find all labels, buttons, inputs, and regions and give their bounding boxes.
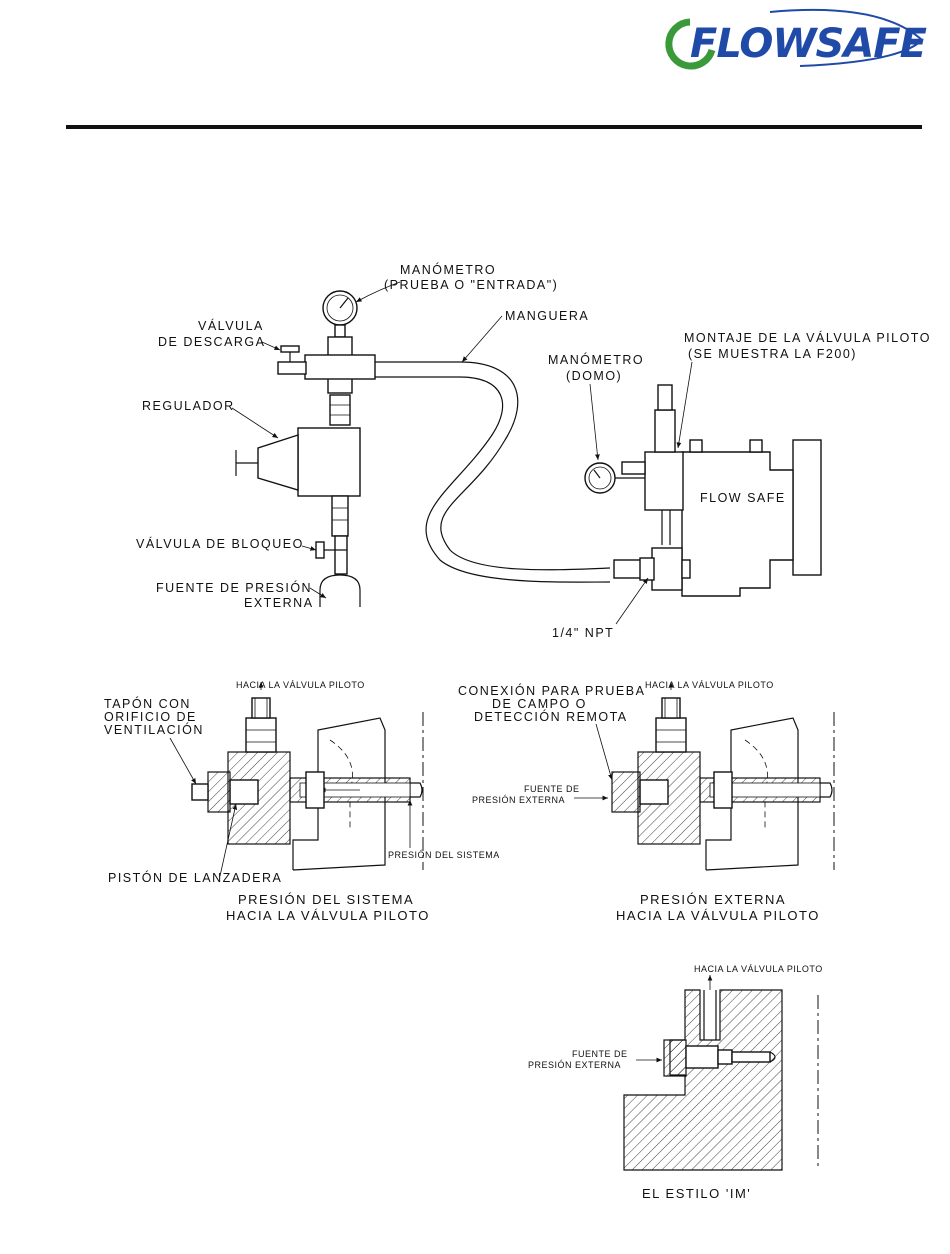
inlet-gauge-label: MANÓMETRO bbox=[400, 262, 496, 277]
valve-body-text: FLOW SAFE bbox=[700, 491, 786, 505]
shuttle-piston-label: PISTÓN DE LANZADERA bbox=[108, 870, 282, 885]
regulator-body bbox=[297, 427, 361, 497]
external-source-label-bottom-2: PRESIÓN EXTERNA bbox=[528, 1060, 621, 1070]
hose-line bbox=[375, 361, 611, 571]
dome-gauge-label: MANÓMETRO bbox=[548, 352, 644, 367]
caption-right-1: PRESIÓN EXTERNA bbox=[640, 892, 786, 907]
caption-left-1: PRESIÓN DEL SISTEMA bbox=[238, 892, 414, 907]
im-style-caption: EL ESTILO 'IM' bbox=[642, 1186, 751, 1201]
system-pressure-section-diagram: HACIA LA VÁLVULA PILOTO TAPÓN CON ORIFIC… bbox=[104, 680, 500, 923]
main-valve-body bbox=[681, 451, 794, 597]
system-pressure-label: PRESIÓN DEL SISTEMA bbox=[388, 850, 500, 860]
npt-label: 1/4" NPT bbox=[552, 626, 614, 640]
regulator-label: REGULADOR bbox=[142, 399, 235, 413]
relief-valve-label: VÁLVULA bbox=[198, 318, 264, 333]
connection-label-2: DE CAMPO O bbox=[492, 697, 587, 711]
main-valve-flange bbox=[792, 439, 822, 576]
im-style-section-diagram: HACIA LA VÁLVULA PILOTO FUENTE DE PRESIÓ… bbox=[528, 964, 823, 1201]
caption-right-2: HACIA LA VÁLVULA PILOTO bbox=[616, 908, 820, 923]
inlet-gauge-sublabel: (PRUEBA O "ENTRADA") bbox=[384, 278, 558, 292]
logo-swoosh-icon bbox=[769, 8, 924, 67]
caption-left-2: HACIA LA VÁLVULA PILOTO bbox=[226, 908, 430, 923]
relief-valve-sublabel: DE DESCARGA bbox=[158, 335, 266, 349]
pilot-mount-label: MONTAJE DE LA VÁLVULA PILOTO bbox=[684, 330, 931, 345]
external-source-label-mid-2: PRESIÓN EXTERNA bbox=[472, 795, 565, 805]
vent-plug-label-1: TAPÓN CON bbox=[104, 696, 191, 711]
connection-label-1: CONEXIÓN PARA PRUEBA bbox=[458, 683, 645, 698]
im-body-section bbox=[623, 989, 783, 1171]
to-pilot-label-left: HACIA LA VÁLVULA PILOTO bbox=[236, 680, 365, 690]
shuttle-piston bbox=[229, 779, 259, 805]
logo-ring-icon bbox=[665, 18, 716, 70]
external-pressure-section-diagram: HACIA LA VÁLVULA PILOTO CONEXIÓN PARA PR… bbox=[458, 680, 835, 923]
top-assembly-diagram: MANÓMETRO (PRUEBA O "ENTRADA") MANGUERA … bbox=[136, 262, 931, 640]
flowsafe-logo: FLOWSAFE bbox=[665, 8, 928, 70]
logo-text: FLOWSAFE bbox=[690, 21, 927, 67]
pilot-mount-sublabel: (SE MUESTRA LA F200) bbox=[688, 347, 857, 361]
external-source-label-mid-1: FUENTE DE bbox=[524, 784, 580, 794]
to-pilot-label-bottom: HACIA LA VÁLVULA PILOTO bbox=[694, 964, 823, 974]
external-source-label: FUENTE DE PRESIÓN bbox=[156, 580, 312, 595]
block-valve-label: VÁLVULA DE BLOQUEO bbox=[136, 536, 304, 551]
connection-label-3: DETECCIÓN REMOTA bbox=[474, 709, 628, 724]
external-source-sublabel: EXTERNA bbox=[244, 596, 314, 610]
vent-plug-label-3: VENTILACIÓN bbox=[104, 722, 204, 737]
external-source-label-bottom-1: FUENTE DE bbox=[572, 1049, 628, 1059]
vent-plug-label-2: ORIFICIO DE bbox=[104, 710, 197, 724]
dome-gauge-sublabel: (DOMO) bbox=[566, 369, 622, 383]
header-rule bbox=[66, 125, 922, 129]
pressure-cylinder bbox=[319, 574, 361, 607]
hose-label: MANGUERA bbox=[505, 309, 589, 323]
to-pilot-label-right: HACIA LA VÁLVULA PILOTO bbox=[645, 680, 774, 690]
pilot-valve-body bbox=[644, 451, 684, 511]
